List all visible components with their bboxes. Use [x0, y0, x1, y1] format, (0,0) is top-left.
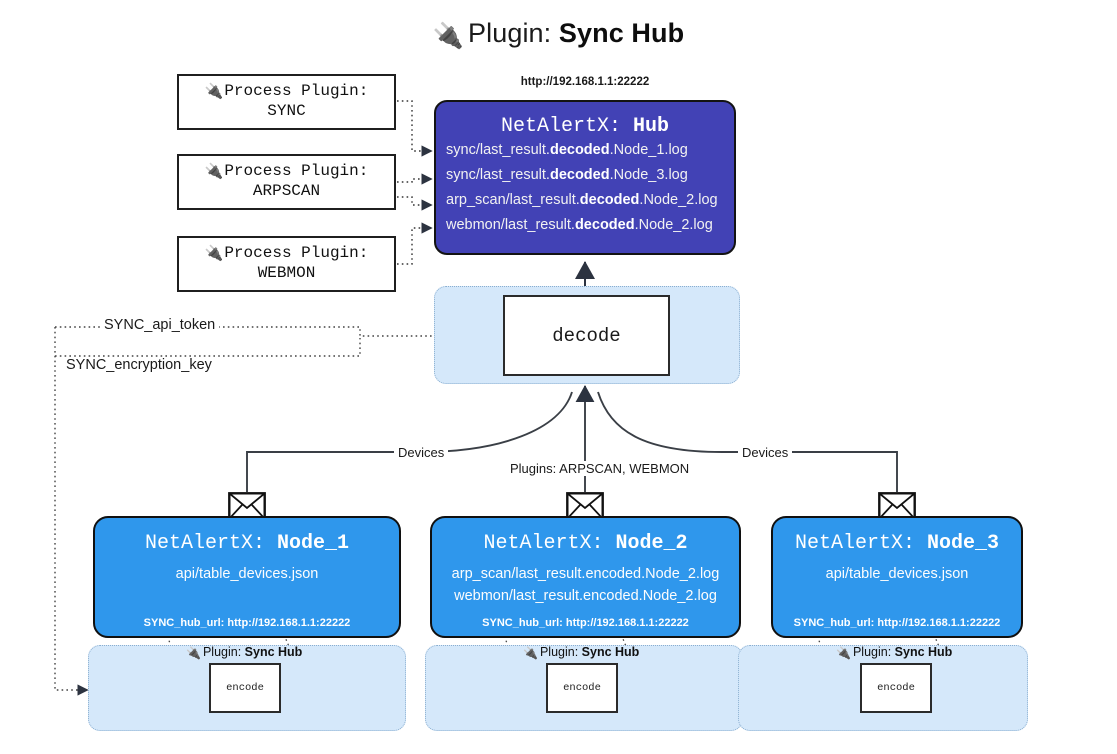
plug-icon: 🔌: [836, 646, 851, 660]
encode-plugin-label-2: 🔌Plugin: Sync Hub: [523, 645, 640, 660]
plug-icon: 🔌: [186, 646, 201, 660]
node-log-line: arp_scan/last_result.encoded.Node_2.log: [451, 566, 720, 582]
devices-label-left: Devices: [394, 445, 449, 460]
process-plugin-heading: 🔌Process Plugin:: [204, 162, 369, 181]
devices-label-right: Devices: [738, 445, 793, 460]
node-log-line: webmon/last_result.encoded.Node_2.log: [454, 588, 717, 604]
node-log-line: api/table_devices.json: [175, 566, 319, 582]
process-plugin-name: SYNC: [267, 102, 306, 120]
node-3[interactable]: NetAlertX: Node_3 api/table_devices.json…: [771, 516, 1023, 638]
hub-log-line: arp_scan/last_result.decoded.Node_2.log: [446, 191, 718, 208]
node-1[interactable]: NetAlertX: Node_1 api/table_devices.json…: [93, 516, 401, 638]
node-title: NetAlertX: Node_1: [144, 532, 350, 555]
encode-box-1[interactable]: encode: [209, 663, 281, 713]
sync-encryption-key-label: SYNC_encryption_key: [62, 357, 216, 373]
plug-icon: 🔌: [432, 22, 465, 50]
process-plugin-arpscan[interactable]: 🔌Process Plugin: ARPSCAN: [177, 154, 396, 210]
node-hub-url: SYNC_hub_url: http://192.168.1.1:22222: [482, 617, 689, 629]
process-plugin-sync[interactable]: 🔌Process Plugin: SYNC: [177, 74, 396, 130]
node-title: NetAlertX: Node_2: [483, 532, 688, 555]
plug-icon: 🔌: [523, 646, 538, 660]
process-plugin-heading: 🔌Process Plugin:: [204, 82, 369, 101]
hub-log-line: webmon/last_result.decoded.Node_2.log: [446, 216, 713, 233]
node-hub-url: SYNC_hub_url: http://192.168.1.1:22222: [793, 617, 1001, 629]
encode-plugin-label-1: 🔌Plugin: Sync Hub: [186, 645, 303, 660]
hub-log-line: sync/last_result.decoded.Node_3.log: [446, 166, 688, 183]
encode-box-3[interactable]: encode: [860, 663, 932, 713]
sync-api-token-label: SYNC_api_token: [100, 317, 220, 333]
plug-icon: 🔌: [204, 245, 224, 263]
process-plugin-name: ARPSCAN: [252, 182, 321, 200]
node-log-line: api/table_devices.json: [825, 566, 969, 582]
decode-box[interactable]: decode: [503, 295, 670, 376]
hub-title: NetAlertX: Hub: [500, 115, 670, 138]
plugins-label-center: Plugins: ARPSCAN, WEBMON: [506, 461, 694, 476]
page-title-prefix: Plugin:: [468, 18, 552, 48]
encode-box-2[interactable]: encode: [546, 663, 618, 713]
node-title: NetAlertX: Node_3: [794, 532, 1000, 555]
process-plugin-webmon[interactable]: 🔌Process Plugin: WEBMON: [177, 236, 396, 292]
plug-icon: 🔌: [204, 83, 224, 101]
plug-icon: 🔌: [204, 163, 224, 181]
node-2[interactable]: NetAlertX: Node_2 arp_scan/last_result.e…: [430, 516, 741, 638]
hub-node[interactable]: NetAlertX: Hub sync/last_result.decoded.…: [434, 100, 736, 255]
process-plugin-name: WEBMON: [257, 264, 316, 282]
encode-plugin-label-3: 🔌Plugin: Sync Hub: [836, 645, 953, 660]
process-plugin-heading: 🔌Process Plugin:: [204, 244, 369, 263]
node-hub-url: SYNC_hub_url: http://192.168.1.1:22222: [143, 617, 351, 629]
hub-url-label: http://192.168.1.1:22222: [520, 76, 650, 88]
page-title: 🔌Plugin: Sync Hub: [0, 18, 1117, 51]
hub-log-line: sync/last_result.decoded.Node_1.log: [446, 142, 688, 158]
page-title-name: Sync Hub: [558, 18, 685, 48]
